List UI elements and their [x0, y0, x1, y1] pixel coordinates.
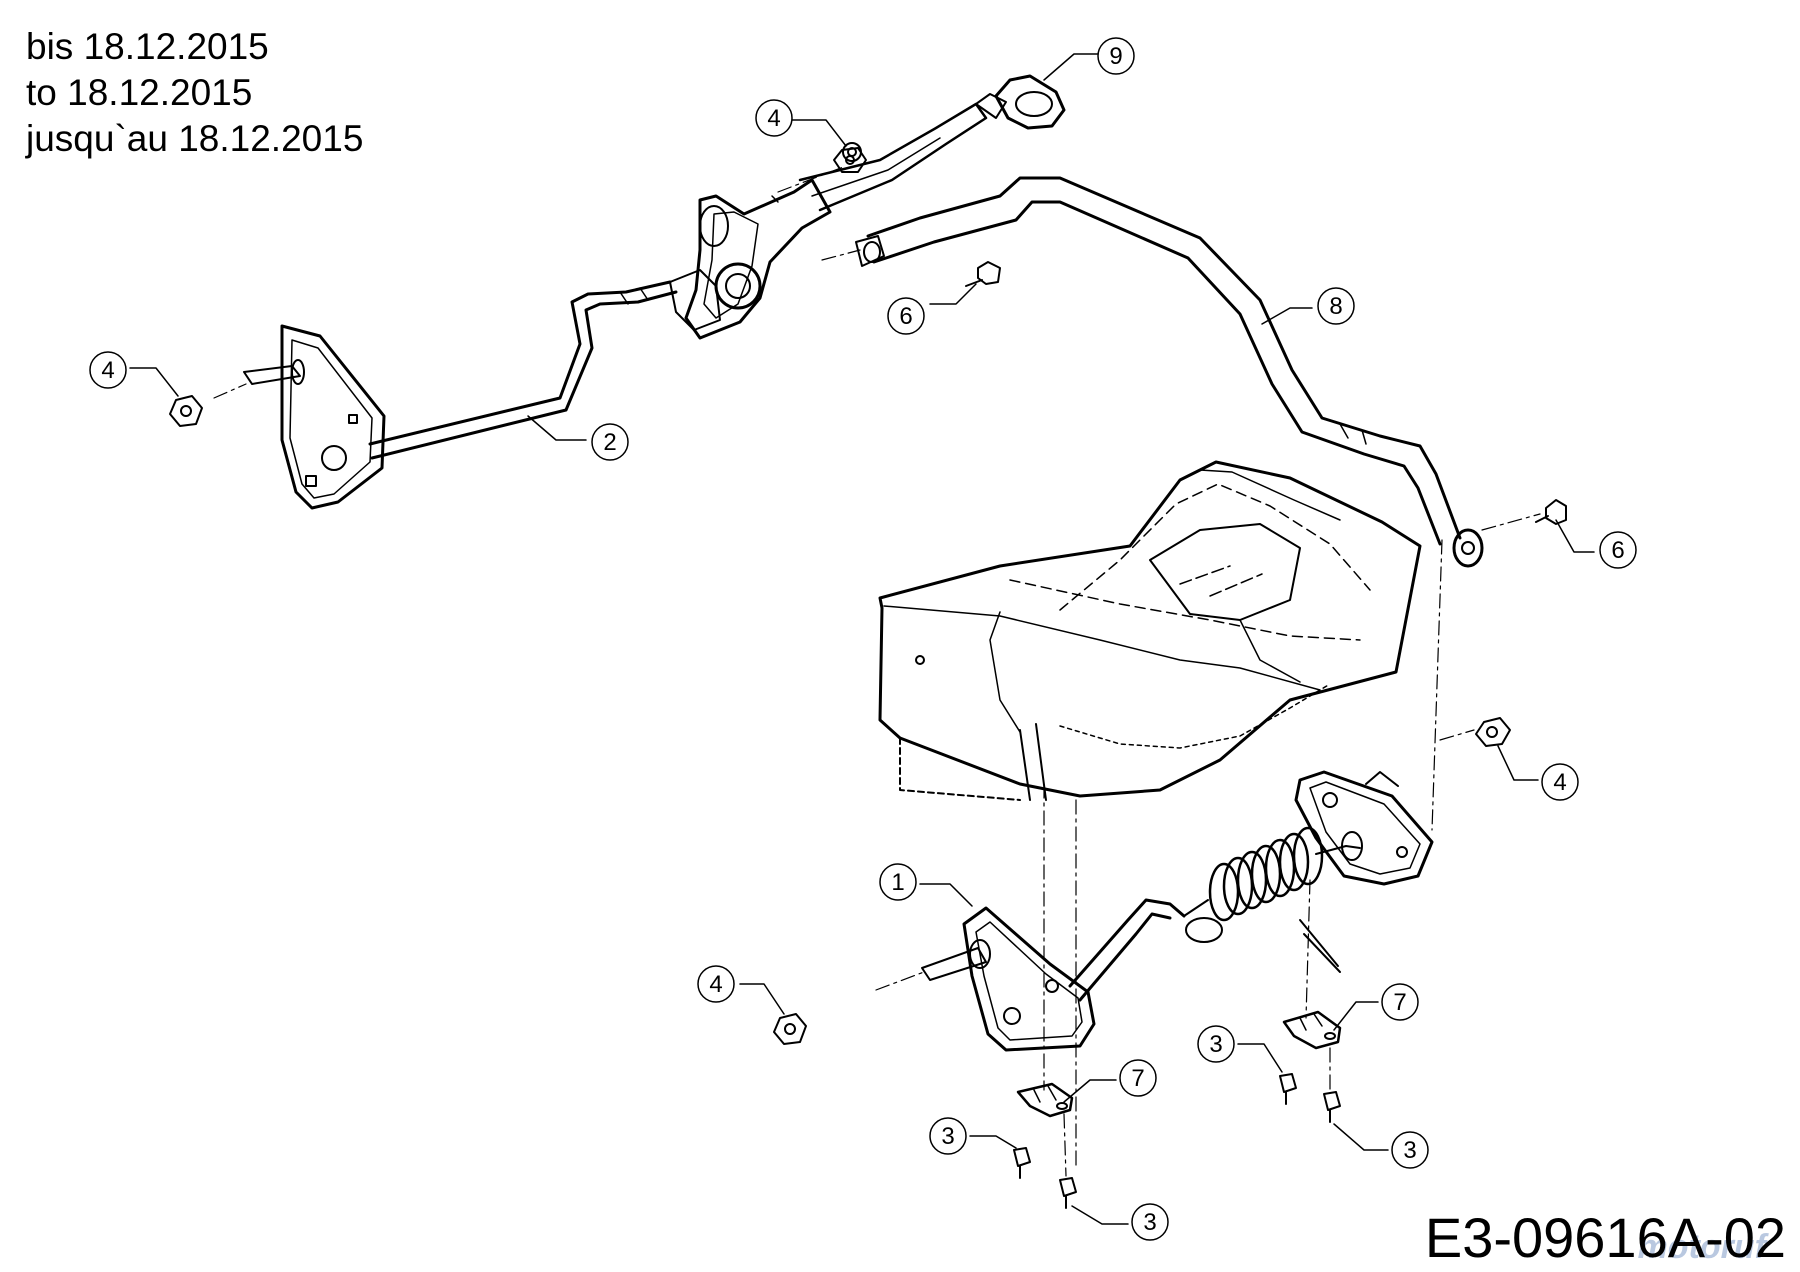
leader-lines [129, 53, 1595, 1225]
part-9-lever-eyelet [684, 74, 1066, 340]
callout-3-mid: 3 [1197, 1025, 1235, 1063]
callout-3-left: 3 [929, 1117, 967, 1155]
svg-text:7: 7 [1131, 1065, 1144, 1092]
callout-6-right: 6 [1599, 531, 1637, 569]
callout-4-top: 4 [755, 99, 793, 137]
mower-deck-housing [878, 460, 1422, 801]
callout-7-left: 7 [1119, 1059, 1157, 1097]
callout-3-bottom: 3 [1131, 1203, 1169, 1241]
svg-text:3: 3 [1403, 1137, 1416, 1164]
svg-text:4: 4 [101, 357, 114, 384]
svg-text:3: 3 [941, 1123, 954, 1150]
callout-1: 1 [879, 863, 917, 901]
svg-text:3: 3 [1143, 1209, 1156, 1236]
fasteners [169, 147, 1567, 1209]
part-1-axle-spring [921, 770, 1434, 1052]
part-2-lever-rod [243, 269, 721, 510]
svg-text:4: 4 [1553, 769, 1566, 796]
alignment-lines [213, 165, 1541, 1177]
callout-4-bottom-left: 4 [697, 965, 735, 1003]
part-7-bracket-right [1282, 1010, 1342, 1050]
svg-text:7: 7 [1393, 989, 1406, 1016]
callout-3-right: 3 [1391, 1131, 1429, 1169]
svg-text:9: 9 [1109, 43, 1122, 70]
svg-text:3: 3 [1209, 1031, 1222, 1058]
svg-text:4: 4 [767, 105, 780, 132]
callout-4-right: 4 [1541, 763, 1579, 801]
callout-6-top: 6 [887, 297, 925, 335]
svg-text:6: 6 [1611, 537, 1624, 564]
svg-text:1: 1 [891, 869, 904, 896]
svg-text:2: 2 [603, 429, 616, 456]
svg-text:6: 6 [899, 303, 912, 330]
validity-line-de: bis 18.12.2015 [26, 26, 269, 67]
callout-9-top: 9 [1097, 37, 1135, 75]
svg-text:4: 4 [709, 971, 722, 998]
callout-4-left: 4 [89, 351, 127, 389]
validity-line-en: to 18.12.2015 [26, 72, 253, 113]
callout-2: 2 [591, 423, 629, 461]
part-8-handle-bar [855, 176, 1484, 568]
callout-7-right: 7 [1381, 983, 1419, 1021]
drawing-code: E3-09616A-02 [1424, 1206, 1786, 1269]
watermark-logo: motoruf [1637, 1228, 1766, 1266]
part-7-bracket-left [1016, 1082, 1074, 1118]
callout-8: 8 [1317, 287, 1355, 325]
callouts: 9 4 6 8 4 2 6 4 1 4 7 3 7 3 3 3 [89, 37, 1637, 1241]
validity-line-fr: jusqu`au 18.12.2015 [26, 118, 364, 159]
spring [1208, 826, 1324, 922]
svg-text:8: 8 [1329, 293, 1342, 320]
